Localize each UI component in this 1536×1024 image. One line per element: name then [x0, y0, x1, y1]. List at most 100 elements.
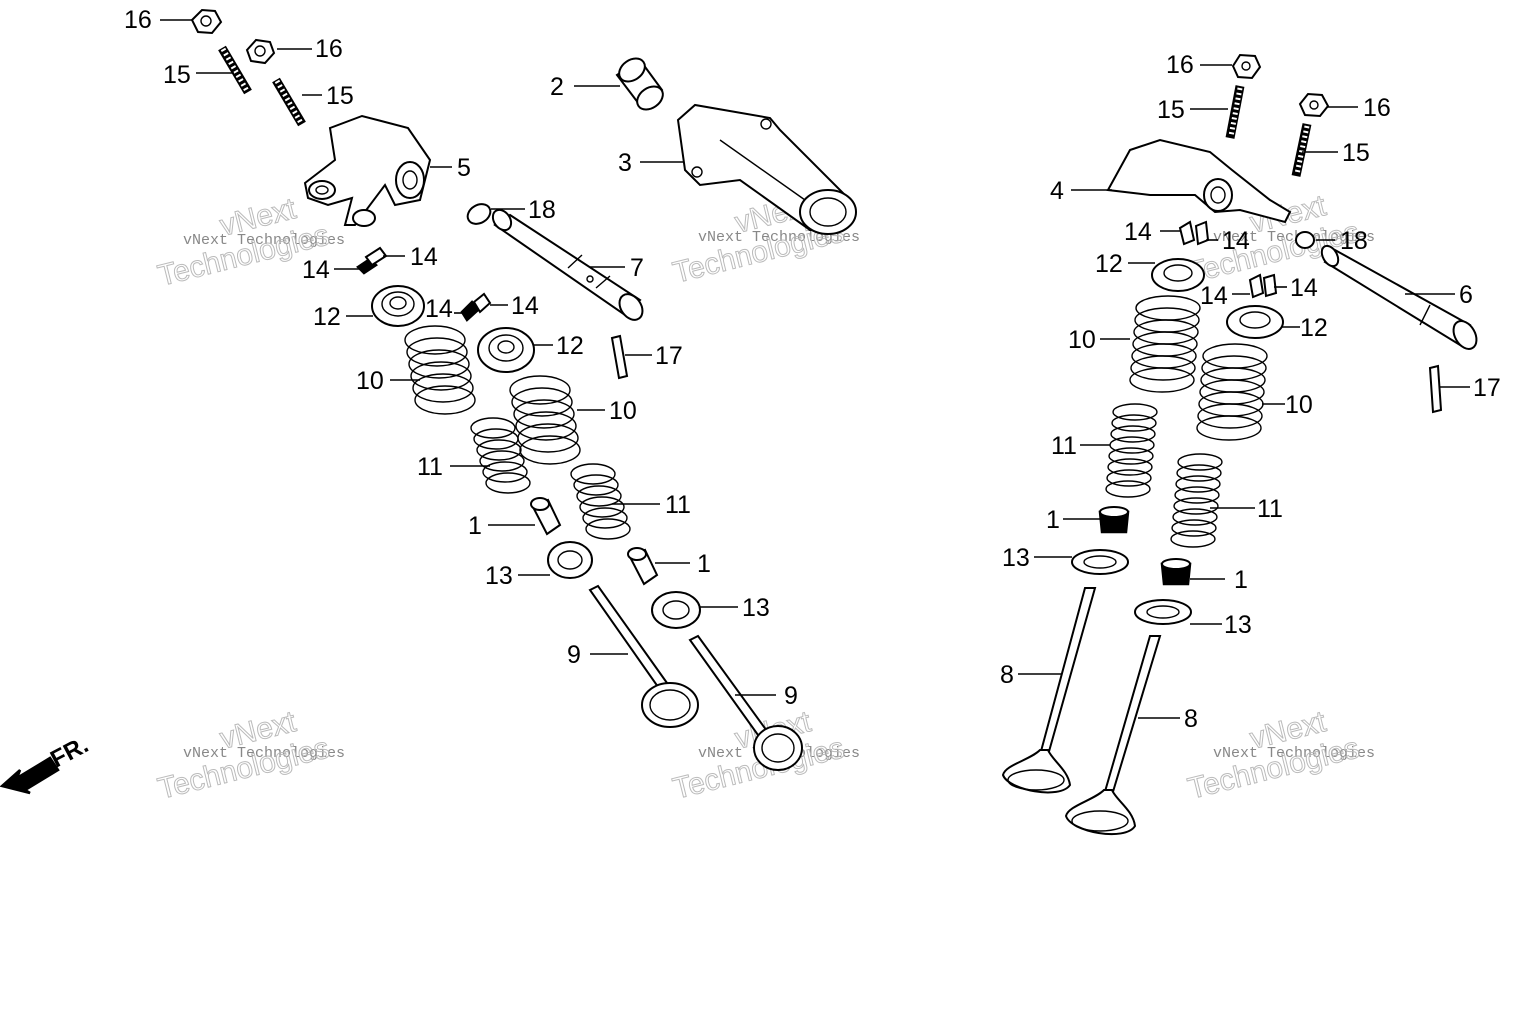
right-assembly — [1001, 53, 1478, 835]
part-cap — [615, 57, 664, 111]
callout-9: 9 — [784, 682, 798, 710]
callout-17: 17 — [655, 342, 683, 370]
callout-16: 16 — [315, 35, 343, 63]
part-spring-retainer — [1226, 305, 1284, 339]
callout-14: 14 — [302, 256, 330, 284]
part-nut — [1298, 92, 1330, 118]
callout-13: 13 — [742, 594, 770, 622]
callout-14: 14 — [410, 243, 438, 271]
callout-2: 2 — [550, 73, 564, 101]
callout-14: 14 — [425, 295, 453, 323]
callout-14: 14 — [1124, 218, 1152, 246]
callout-8: 8 — [1000, 661, 1014, 689]
callout-12: 12 — [1300, 314, 1328, 342]
part-adjusting-screw — [1291, 123, 1312, 177]
part-outer-valve-spring — [509, 375, 581, 465]
part-spring-seat — [651, 591, 701, 629]
watermark-line1: vNext Technologies — [1213, 745, 1375, 762]
callout-16: 16 — [124, 6, 152, 34]
part-nut — [190, 8, 223, 35]
part-outer-valve-spring — [1129, 295, 1201, 393]
callout-7: 7 — [630, 254, 644, 282]
part-dowel-pin — [610, 334, 629, 380]
callouts-left: 16 16 15 15 2 3 5 18 7 14 14 14 14 12 12… — [124, 6, 798, 710]
part-outer-valve-spring — [1196, 343, 1268, 441]
callout-13: 13 — [1224, 611, 1252, 639]
callout-11: 11 — [1051, 432, 1077, 460]
part-spring-seat — [1071, 549, 1129, 575]
left-assembly — [190, 8, 857, 771]
part-exhaust-valve — [588, 584, 699, 728]
part-adjusting-screw — [272, 77, 306, 127]
callout-16: 16 — [1166, 51, 1194, 79]
callout-1: 1 — [1046, 506, 1060, 534]
part-valve-cotter — [1178, 220, 1196, 246]
callout-12: 12 — [556, 332, 584, 360]
callout-1: 1 — [468, 512, 482, 540]
callout-15: 15 — [163, 61, 191, 89]
callout-10: 10 — [356, 367, 384, 395]
part-inner-valve-spring — [1170, 453, 1223, 548]
callout-13: 13 — [485, 562, 513, 590]
part-exhaust-valve — [688, 634, 803, 771]
part-intake-valve — [1001, 587, 1097, 794]
part-o-ring — [1295, 231, 1315, 249]
watermark-line1: vNext Technologies — [183, 232, 345, 249]
callout-18: 18 — [1340, 227, 1368, 255]
part-adjusting-screw — [1225, 85, 1245, 139]
callouts-right: 16 16 15 15 4 14 14 14 14 18 12 12 6 10 … — [1000, 51, 1501, 733]
callout-12: 12 — [1095, 250, 1123, 278]
part-spring-seat — [547, 541, 593, 579]
part-adjusting-screw — [218, 45, 252, 95]
callout-11: 11 — [1257, 495, 1283, 523]
callout-15: 15 — [1342, 139, 1370, 167]
part-camshaft-holder — [676, 103, 857, 235]
part-outer-valve-spring — [404, 325, 476, 415]
watermark-line1: vNext Technologies — [1213, 229, 1375, 246]
callout-1: 1 — [1234, 566, 1248, 594]
watermark: vNext Technologies vNext Technologies — [154, 705, 345, 807]
part-nut — [1231, 53, 1262, 80]
callout-14: 14 — [511, 292, 539, 320]
part-valve-cotter — [472, 292, 492, 314]
part-spring-seat — [1134, 599, 1192, 625]
part-rocker-arm — [1106, 138, 1292, 224]
part-rocker-shaft — [1320, 244, 1478, 350]
part-inner-valve-spring — [1105, 403, 1158, 498]
part-inner-valve-spring — [470, 417, 531, 494]
front-direction-arrow: FR. — [0, 731, 93, 795]
part-spring-retainer — [371, 285, 425, 327]
callout-15: 15 — [1157, 96, 1185, 124]
callout-4: 4 — [1050, 177, 1064, 205]
part-spring-retainer — [1151, 258, 1205, 292]
callout-16: 16 — [1363, 94, 1391, 122]
callout-5: 5 — [457, 154, 471, 182]
callout-12: 12 — [313, 303, 341, 331]
callout-15: 15 — [326, 82, 354, 110]
part-rocker-arm — [303, 114, 432, 227]
part-dowel-pin — [1428, 364, 1443, 414]
callout-9: 9 — [567, 641, 581, 669]
part-inner-valve-spring — [570, 463, 631, 540]
callout-17: 17 — [1473, 374, 1501, 402]
part-valve-cotter — [1248, 273, 1265, 299]
part-stem-seal — [1160, 558, 1192, 586]
part-rocker-shaft — [491, 208, 644, 321]
part-stem-seal — [1098, 506, 1130, 534]
callout-11: 11 — [665, 491, 691, 519]
callout-1: 1 — [697, 550, 711, 578]
callout-8: 8 — [1184, 705, 1198, 733]
callout-10: 10 — [609, 397, 637, 425]
watermark-line1: vNext Technologies — [183, 745, 345, 762]
callout-18: 18 — [528, 196, 556, 224]
callout-14: 14 — [1200, 282, 1228, 310]
callout-14: 14 — [1290, 274, 1318, 302]
callout-3: 3 — [618, 149, 632, 177]
callout-6: 6 — [1459, 281, 1473, 309]
callout-13: 13 — [1002, 544, 1030, 572]
part-spring-retainer — [477, 327, 535, 373]
callout-10: 10 — [1068, 326, 1096, 354]
leader-lines — [160, 19, 1470, 719]
watermark: vNext Technologies vNext Technologies — [1184, 705, 1375, 807]
